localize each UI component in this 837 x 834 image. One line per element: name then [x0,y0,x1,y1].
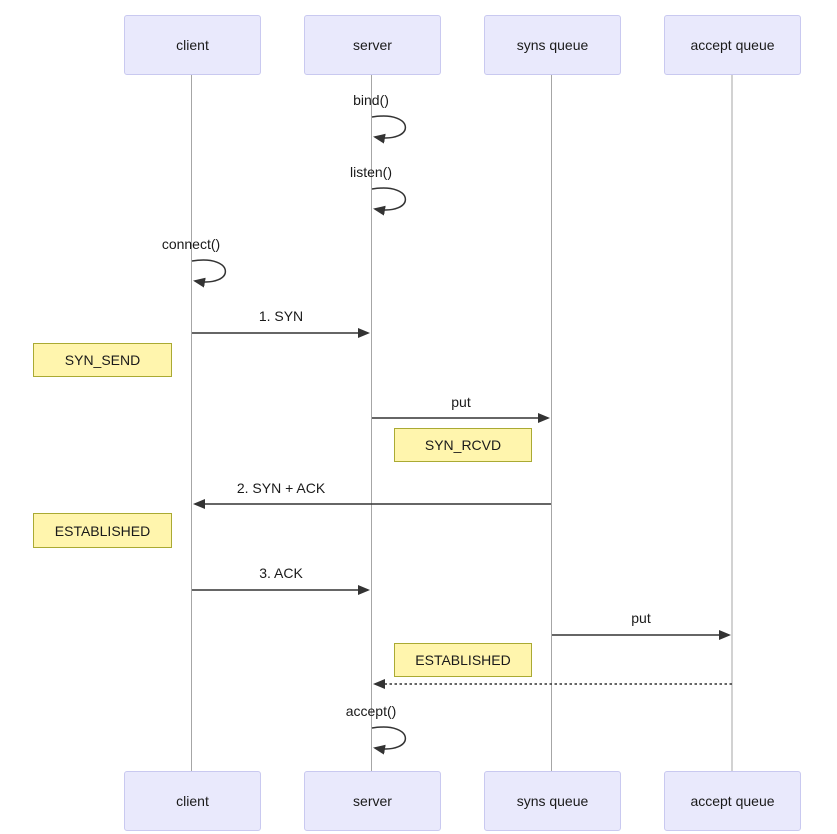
note-label: SYN_RCVD [424,437,502,453]
participant-syns-queue-bottom: syns queue [484,771,621,831]
note-established-1: ESTABLISHED [33,513,172,548]
participant-syns-queue-top: syns queue [484,15,621,75]
message-label-bind: bind() [353,92,389,108]
message-label-put-1: put [451,394,471,410]
participant-label: client [176,37,209,53]
self-loop-accept [371,726,406,755]
message-label-put-2: put [631,610,651,626]
participant-label: server [353,37,392,53]
participant-server-bottom: server [304,771,441,831]
note-label: ESTABLISHED [415,652,511,668]
participant-accept-queue-bottom: accept queue [664,771,801,831]
message-label-listen: listen() [349,164,393,180]
self-loop-listen [371,187,406,216]
participant-label: syns queue [516,37,589,53]
participant-label: client [176,793,209,809]
participant-server-top: server [304,15,441,75]
note-label: ESTABLISHED [54,522,151,539]
participant-label: accept queue [690,37,775,53]
message-label-syn-ack: 2. SYN + ACK [236,480,326,496]
note-syn-rcvd: SYN_RCVD [394,428,532,462]
message-label-connect: connect() [161,236,221,252]
note-established-2: ESTABLISHED [394,643,532,677]
participant-accept-queue-top: accept queue [664,15,801,75]
participant-label: accept queue [690,793,775,809]
participant-client-bottom: client [124,771,261,831]
note-syn-send: SYN_SEND [33,343,172,377]
message-label-ack: 3. ACK [259,565,303,581]
participant-label: syns queue [516,793,589,809]
self-loop-connect [191,259,226,288]
self-loop-bind [371,115,406,144]
participant-client-top: client [124,15,261,75]
message-label-accept: accept() [345,703,397,719]
message-label-syn: 1. SYN [258,308,304,324]
participant-label: server [353,793,392,809]
note-label: SYN_SEND [64,352,141,368]
